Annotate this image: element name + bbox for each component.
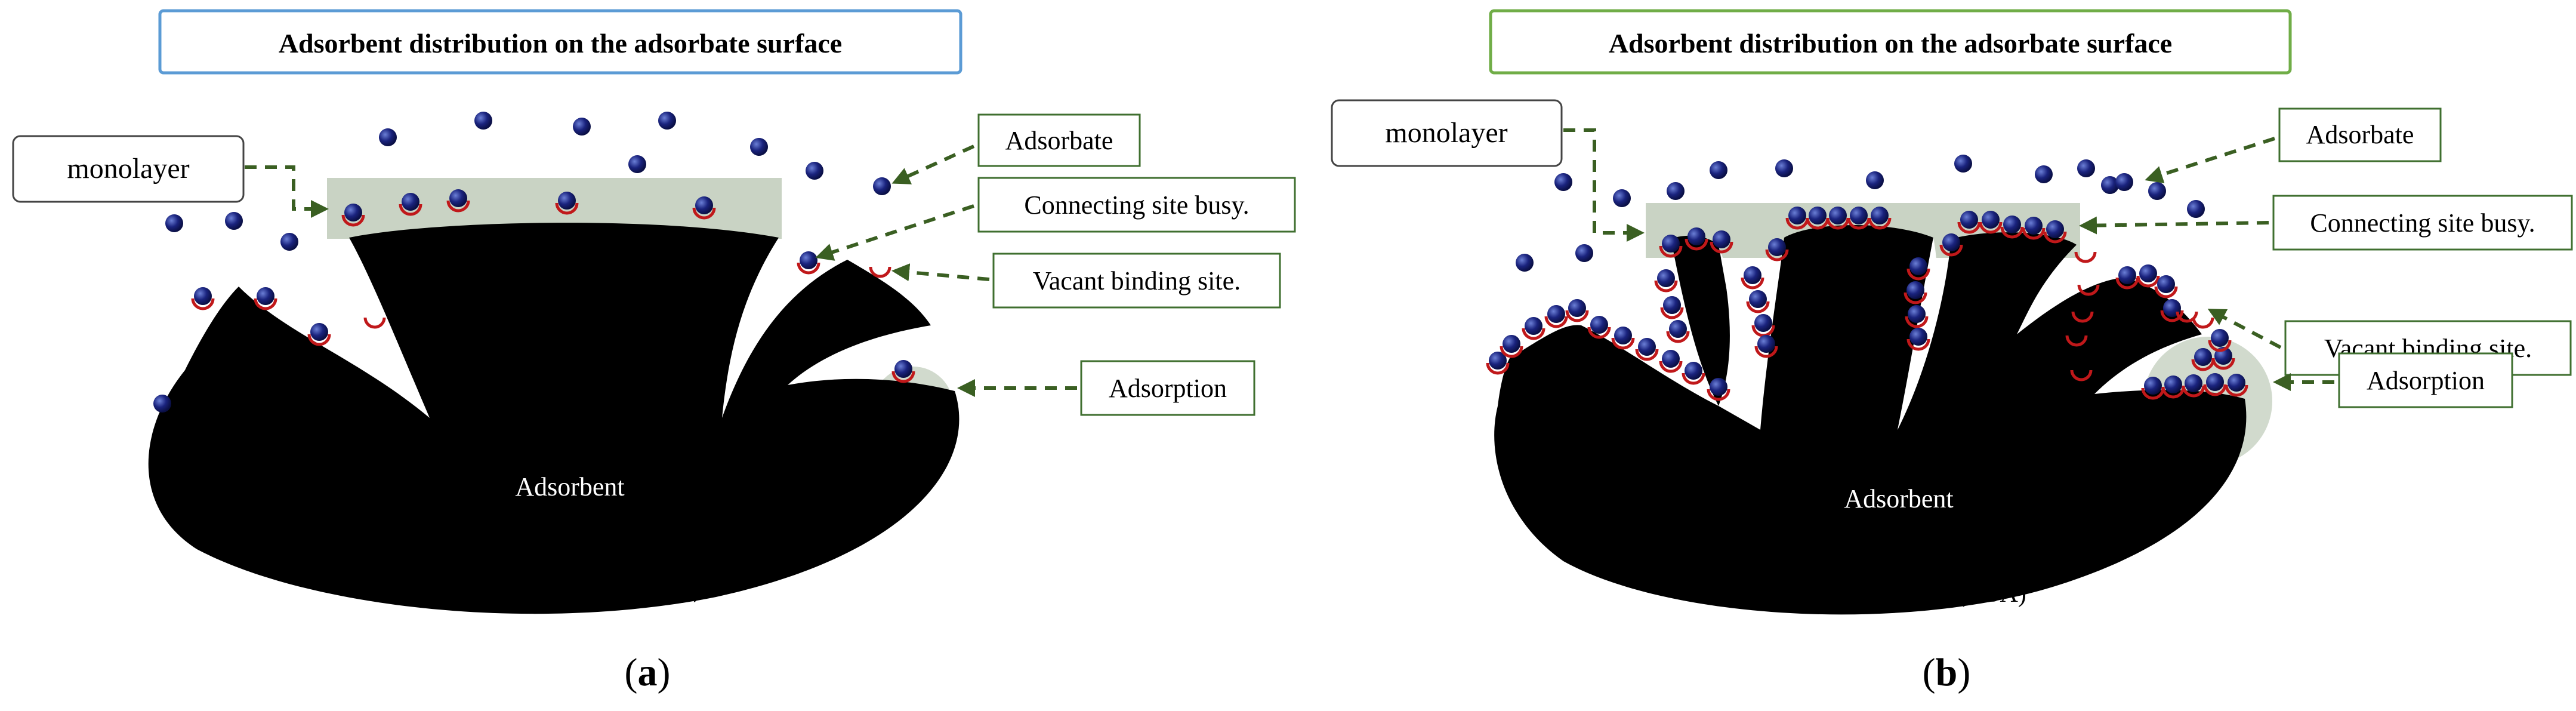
panel-b-monolayer-box (1331, 99, 1563, 167)
panel-a-adsorbate-box (977, 113, 1141, 167)
panel-a-adsorbate-label: Adsorbate (1005, 126, 1113, 155)
panel-b-title: Adsorbent distribution on the adsorbate … (1609, 28, 2172, 59)
panel-b-letter: (b) (1923, 651, 1971, 694)
panel-b-caption: almond activated biochar (ABA) (1697, 580, 2026, 608)
panel-b-pore-1 (1719, 245, 1760, 430)
panel-b-adsorbate-box (2278, 107, 2442, 162)
panel-a: Adsorbent distribution on the adsorbate … (12, 9, 1296, 694)
panel-b-monolayer-arrow (1563, 128, 1645, 242)
panel-a-monolayer-label: monolayer (67, 153, 189, 184)
panel-b-adsorption-label: Adsorption (2367, 366, 2485, 395)
panel-a-adsorbent-label: Adsorbent (515, 472, 624, 501)
panel-a-adsorption-label: Adsorption (1109, 374, 1227, 403)
panel-b-connecting-arrow (2079, 216, 2269, 235)
panel-b-adsorbent-label: Adsorbent (1844, 484, 1953, 513)
panel-a-vacant-arrow (891, 263, 990, 282)
panel-a-adsorbent-body (148, 223, 960, 614)
panel-a-connecting-arrow (815, 204, 974, 261)
panel-a-vacant-box (992, 253, 1281, 309)
panel-b-adsorbent-body (1494, 225, 2247, 615)
panel-a-connecting-box (977, 177, 1296, 233)
panel-b-connecting-label: Connecting site busy. (2310, 208, 2535, 238)
panel-b-adsorbate-label: Adsorbate (2306, 120, 2414, 149)
panel-a-vacant-label: Vacant binding site. (1033, 266, 1241, 296)
panel-b-adsorption-box (2338, 352, 2513, 408)
panel-a-title: Adsorbent distribution on the adsorbate … (279, 28, 842, 59)
panel-a-letter: (a) (625, 651, 671, 694)
panel-b-adsorbate-arrow (2145, 137, 2275, 183)
panel-a-connecting-label: Connecting site busy. (1024, 190, 1249, 220)
panel-a-caption: biochar of almonds (BA) (450, 575, 701, 603)
panel-a-monolayer-arrow (245, 165, 329, 218)
panel-a-adsorbate-arrow (891, 144, 975, 184)
panel-b: Adsorbent distribution on the adsorbate … (1331, 9, 2573, 694)
panel-b-title-box (1489, 9, 2292, 75)
panel-a-adsorption-box (1080, 360, 1255, 416)
panel-a-title-box (158, 9, 962, 75)
panel-a-monolayer-box (12, 135, 245, 203)
panel-b-connecting-box (2272, 195, 2573, 251)
panel-b-monolayer-label: monolayer (1385, 117, 1507, 149)
panel-b-vacant-arrow (2207, 309, 2282, 349)
